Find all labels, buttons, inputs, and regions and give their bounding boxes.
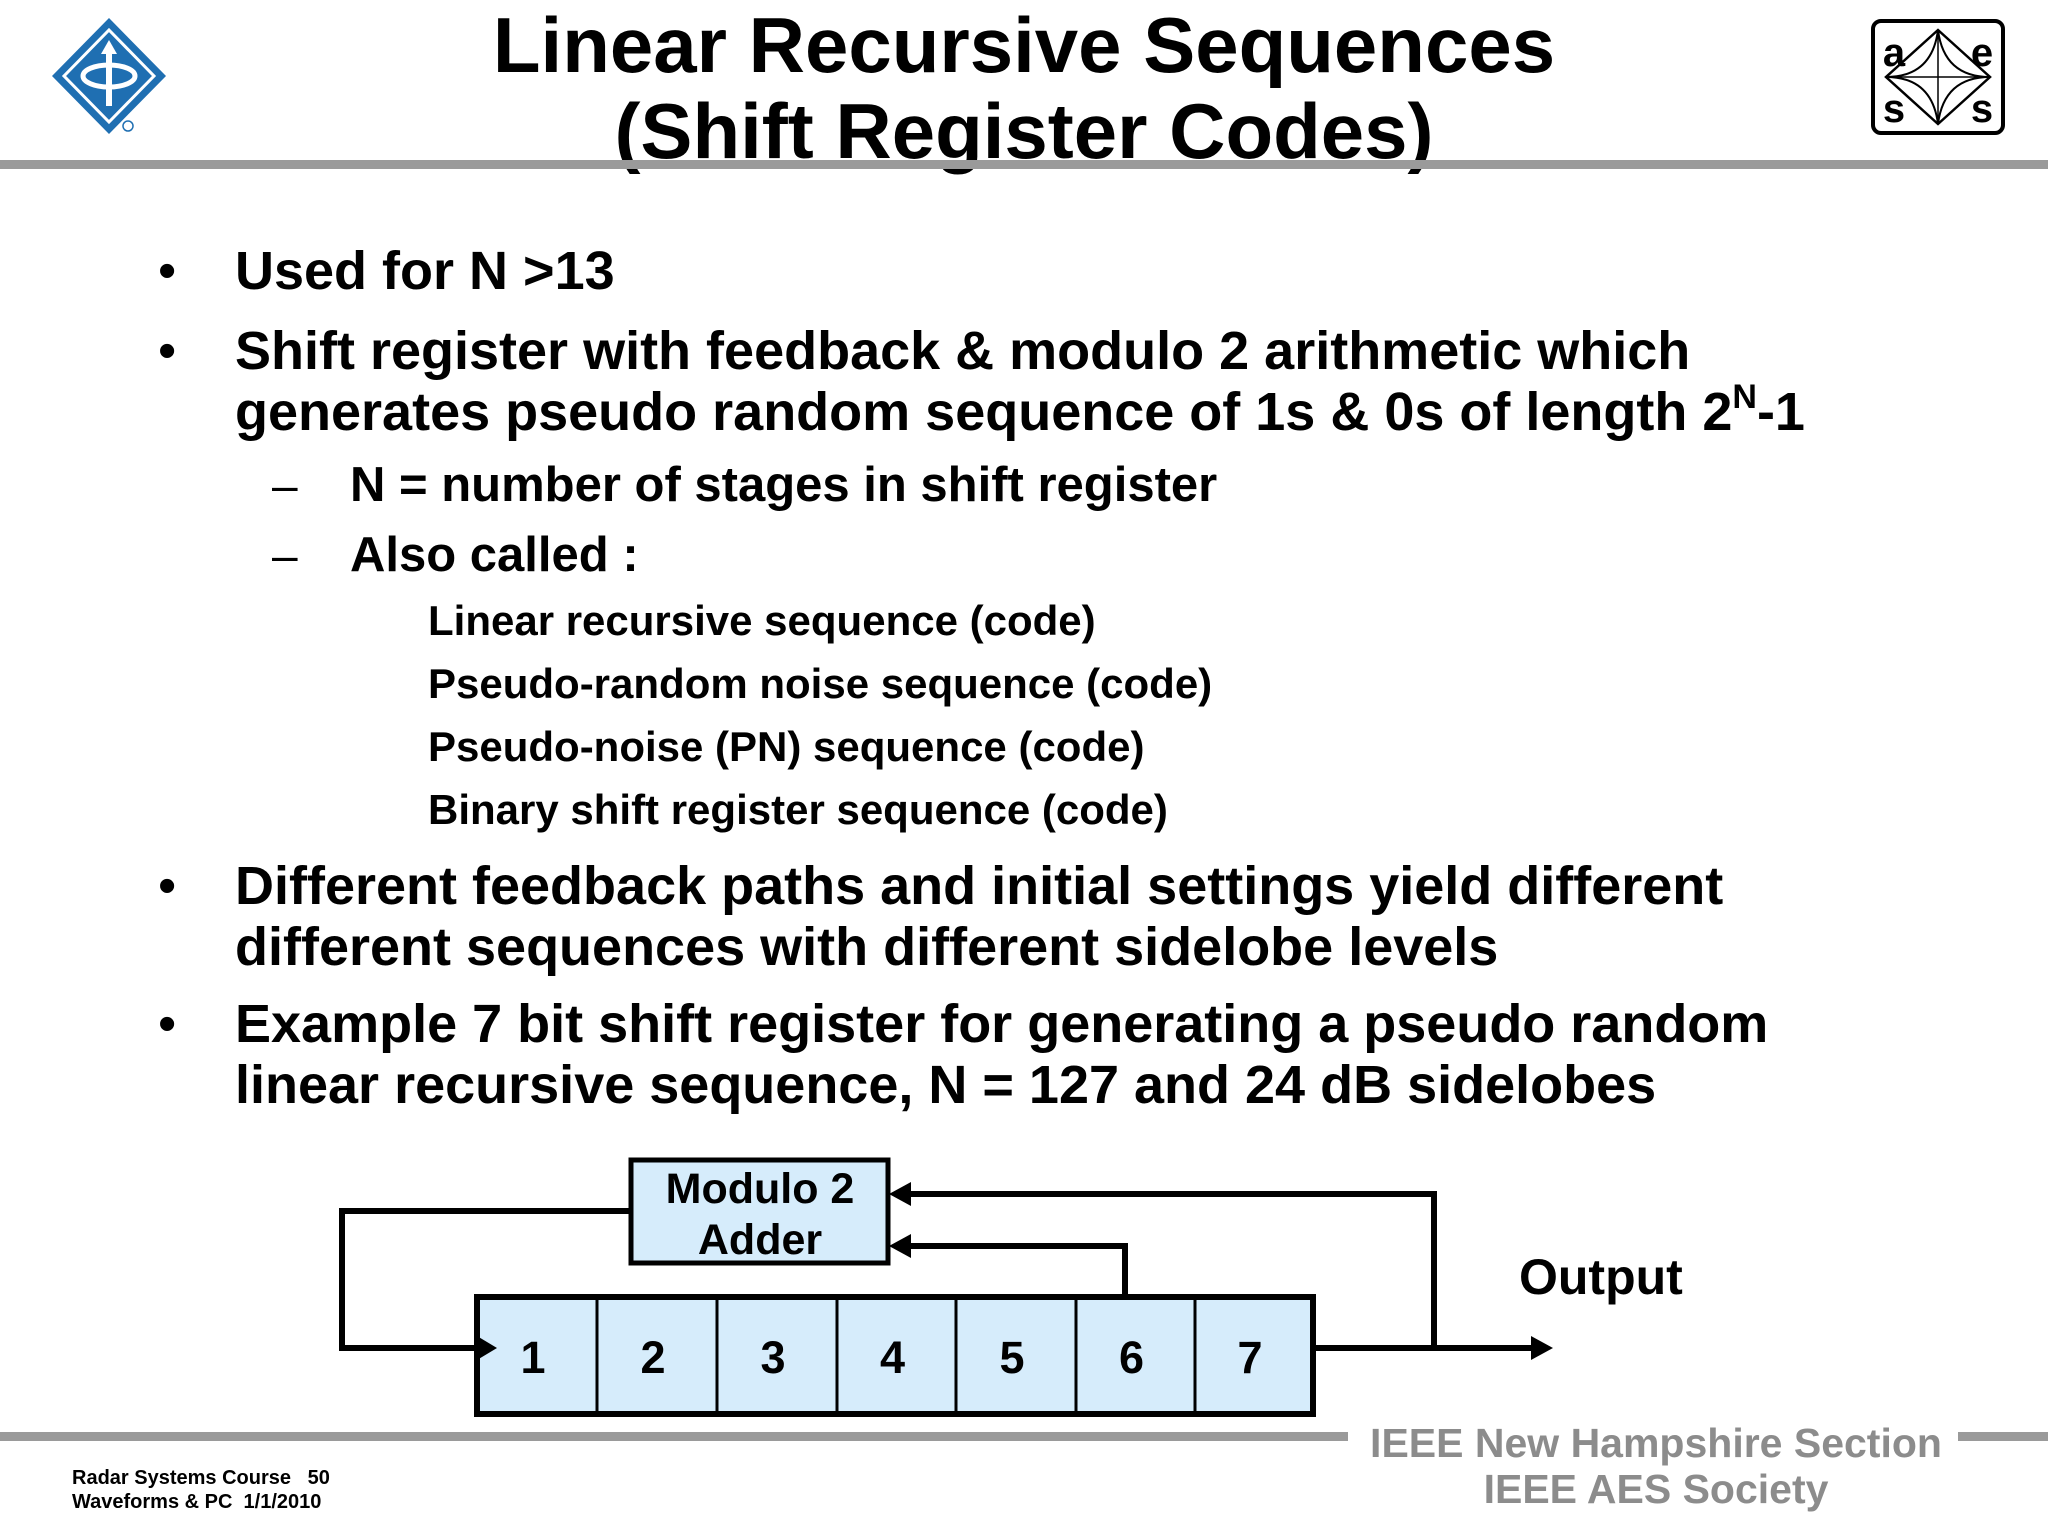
alias-item: Pseudo-random noise sequence (code) — [428, 660, 1213, 707]
bullet-marker: • — [158, 995, 177, 1053]
feedback-stage7-arrowhead — [889, 1182, 911, 1206]
bullet-shift-register-line1: Shift register with feedback & modulo 2 … — [235, 321, 1691, 381]
bullet-marker: • — [158, 857, 177, 915]
footer-page-number: 50 — [307, 1467, 330, 1489]
register-stage-7: 7 — [1237, 1332, 1262, 1383]
feedback-stage6-arrowhead — [889, 1234, 911, 1258]
register-stage-3: 3 — [760, 1332, 785, 1383]
bullet-shift-register-text: generates pseudo random sequence of 1s &… — [235, 382, 1733, 442]
bullet-shift-register-line2: generates pseudo random sequence of 1s &… — [235, 378, 1805, 443]
footer-divider-right — [1958, 1432, 2048, 1441]
output-label: Output — [1519, 1249, 1683, 1305]
page-subtitle: (Shift Register Codes) — [614, 87, 1434, 175]
register-stage-5: 5 — [999, 1332, 1024, 1383]
bullet-shift-register-suffix: -1 — [1756, 382, 1805, 442]
register-stage-4: 4 — [880, 1332, 905, 1383]
feedback-stage6-line — [911, 1243, 1128, 1297]
bullet-feedback-paths-line1: Different feedback paths and initial set… — [235, 856, 1724, 916]
sub-bullet-marker: – — [272, 529, 298, 581]
sub-bullet-marker: – — [272, 459, 298, 511]
input-arrowhead — [477, 1336, 497, 1360]
register-labels: 1 2 3 4 5 6 7 — [520, 1332, 1262, 1383]
footer-module-date: Waveforms & PC 1/1/2010 — [72, 1491, 322, 1513]
register-stage-6: 6 — [1119, 1332, 1144, 1383]
exponent-n: N — [1732, 378, 1757, 416]
alias-item: Linear recursive sequence (code) — [428, 597, 1096, 644]
aes-logo-letter: s — [1971, 87, 1993, 131]
register-stage-2: 2 — [640, 1332, 665, 1383]
adder-to-input-line — [339, 1208, 631, 1351]
page-title: Linear Recursive Sequences — [492, 1, 1556, 89]
ieee-logo-icon — [52, 18, 166, 134]
sub-bullet-also-called: Also called : — [350, 528, 639, 582]
sub-bullet-stages: N = number of stages in shift register — [350, 458, 1218, 512]
footer-org-society: IEEE AES Society — [1483, 1466, 1829, 1512]
footer-course: Radar Systems Course 50 — [72, 1466, 330, 1490]
register-cells — [474, 1294, 1316, 1417]
aes-logo-letter: a — [1883, 31, 1906, 75]
alias-item: Binary shift register sequence (code) — [428, 786, 1168, 833]
aes-logo-letter: s — [1883, 87, 1905, 131]
bullet-feedback-paths-line2: different sequences with different sidel… — [235, 917, 1499, 977]
adder-label-line1: Modulo 2 — [666, 1165, 855, 1213]
footer-divider-left — [0, 1432, 1348, 1441]
bullet-example-line1: Example 7 bit shift register for generat… — [235, 994, 1769, 1054]
footer-course-name: Radar Systems Course — [72, 1467, 291, 1489]
aes-logo-icon: a e s s — [1871, 19, 2005, 135]
bullet-marker: • — [158, 242, 177, 300]
shift-register-box — [474, 1294, 1316, 1417]
footer-org-section: IEEE New Hampshire Section — [1370, 1420, 1942, 1466]
feedback-stage7-line — [911, 1191, 1437, 1348]
aes-logo-letter: e — [1971, 31, 1993, 75]
adder-label-line2: Adder — [698, 1216, 823, 1264]
output-arrowhead — [1531, 1336, 1553, 1360]
bullet-used-for: Used for N >13 — [235, 241, 615, 301]
alias-item: Pseudo-noise (PN) sequence (code) — [428, 723, 1145, 770]
bullet-example-line2: linear recursive sequence, N = 127 and 2… — [235, 1055, 1657, 1115]
bullet-marker: • — [158, 322, 177, 380]
header-divider — [0, 160, 2048, 169]
register-stage-1: 1 — [520, 1332, 545, 1383]
